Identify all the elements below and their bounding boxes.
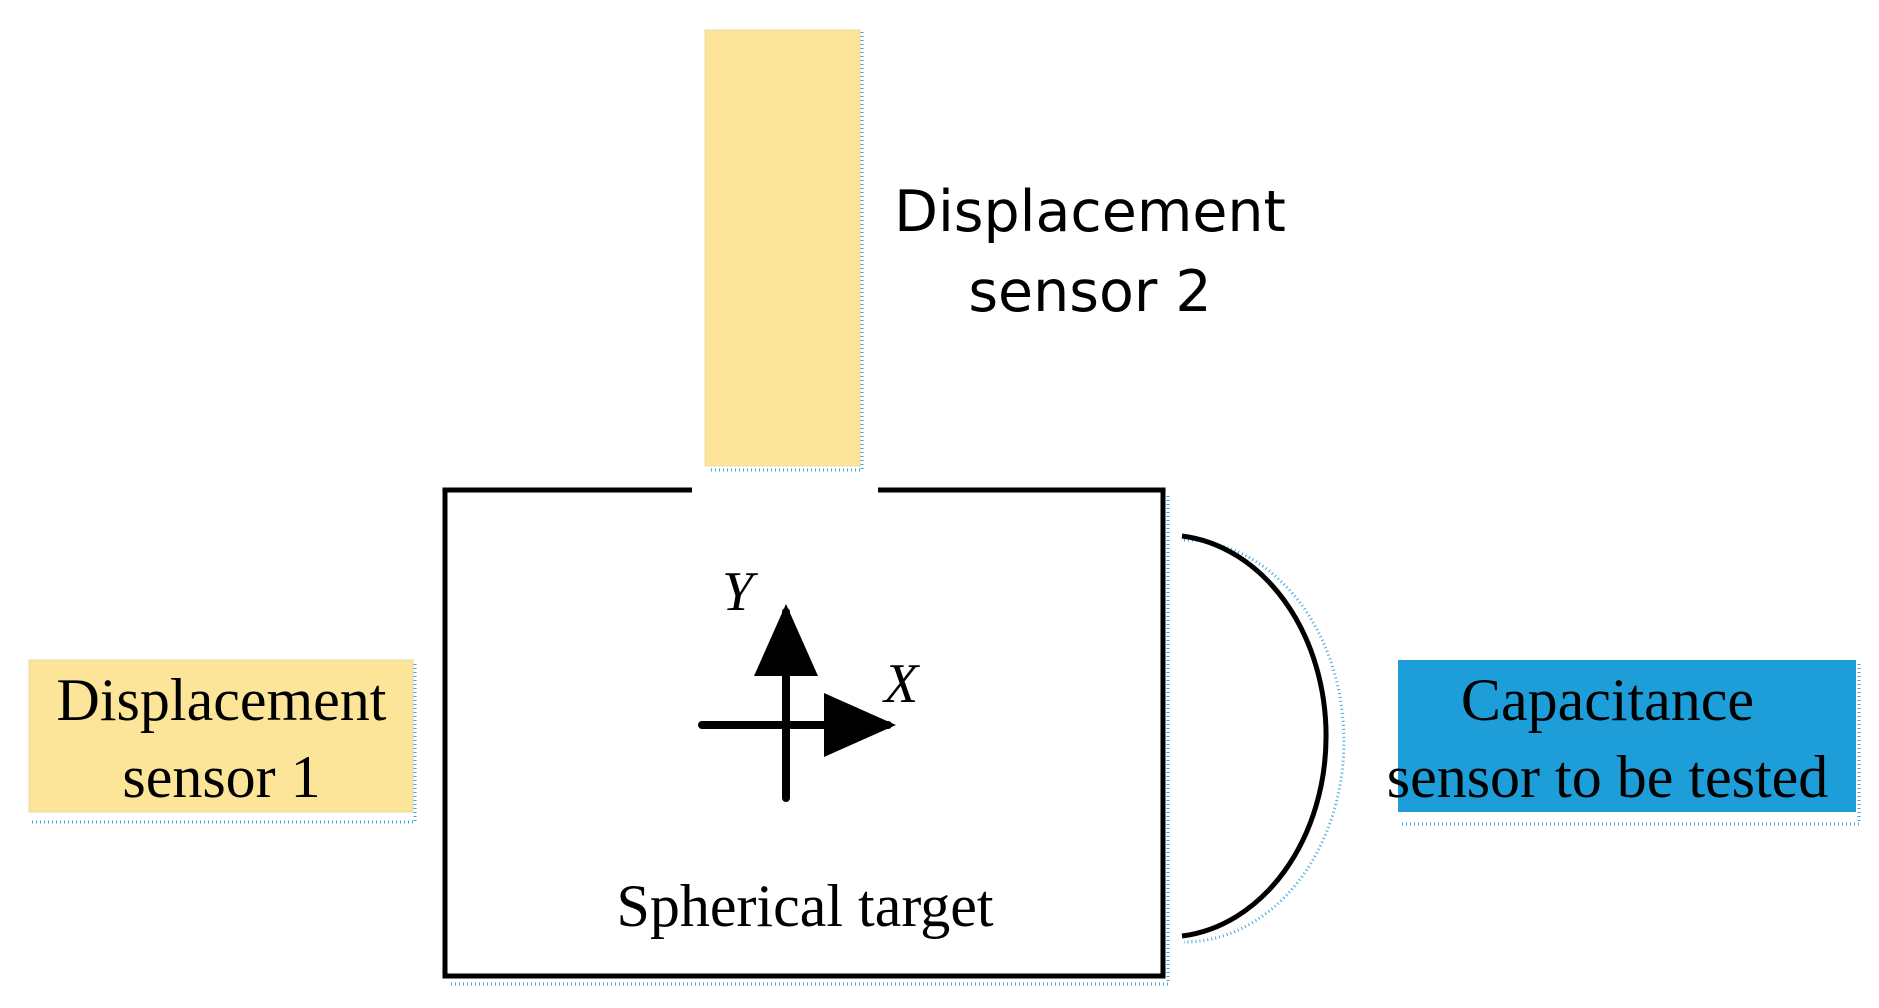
sensor-2-label: Displacement sensor 2	[880, 172, 1300, 332]
sensor-1-label-line-1: Displacement	[56, 667, 387, 733]
target-frame-gap	[692, 484, 878, 496]
sensor-1-label: Displacement sensor 1	[29, 662, 414, 816]
displacement-sensor-1	[28, 659, 417, 824]
spherical-target	[442, 484, 1170, 986]
capacitance-sensor-shadow	[1402, 664, 1861, 826]
coordinate-axes	[698, 604, 896, 802]
displacement-sensor-2	[704, 29, 864, 472]
capacitance-label-line-1: Capacitance	[1460, 667, 1755, 733]
sensor-1-shadow	[32, 664, 417, 824]
target-shadow	[448, 496, 1170, 986]
capacitance-label-line-2: sensor to be tested	[1386, 744, 1829, 810]
sensor-1-body	[28, 659, 414, 813]
sensor-2-label-line-1: Displacement	[894, 179, 1286, 245]
sensor-2-label-line-2: sensor 2	[968, 259, 1212, 325]
target-arc-line	[1181, 533, 1329, 939]
target-arc	[1181, 533, 1346, 944]
target-frame	[442, 487, 1166, 979]
target-arc-shadow	[1183, 538, 1346, 944]
y-axis-label: Y	[722, 561, 754, 623]
capacitance-sensor-label: Capacitance sensor to be tested	[1360, 662, 1855, 816]
spherical-target-label: Spherical target	[616, 873, 994, 939]
x-axis-label: X	[884, 653, 919, 715]
sensor-2-body	[704, 29, 861, 467]
sensor-1-label-line-2: sensor 1	[122, 744, 321, 810]
capacitance-sensor-body	[1398, 660, 1856, 812]
capacitance-sensor	[1398, 660, 1861, 826]
